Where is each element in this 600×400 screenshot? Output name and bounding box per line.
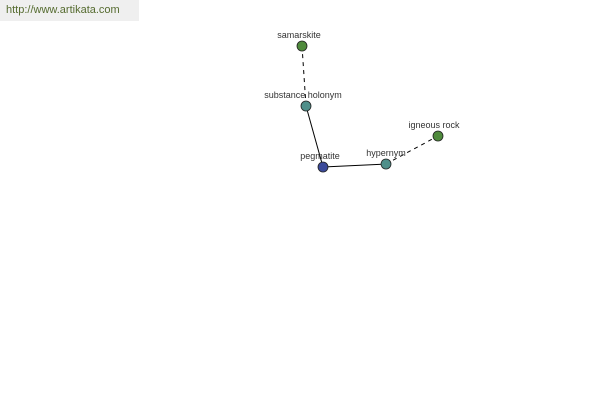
node-samarskite[interactable] bbox=[296, 40, 308, 52]
edge-pegmatite-substance-holonym bbox=[305, 105, 324, 168]
edge-layer bbox=[301, 45, 439, 168]
node-label-pegmatite[interactable]: pegmatite bbox=[300, 151, 340, 161]
node-label-samarskite[interactable]: samarskite bbox=[277, 30, 321, 40]
node-layer: pegmatite substance holonym samarskite hype… bbox=[264, 30, 460, 173]
node-hypernym[interactable] bbox=[380, 158, 392, 170]
node-igneous-rock[interactable] bbox=[432, 130, 444, 142]
node-label-hypernym[interactable]: hypernym bbox=[366, 148, 406, 158]
node-pegmatite[interactable] bbox=[317, 161, 329, 173]
edge-hypernym-igneous-rock bbox=[385, 135, 439, 165]
node-substance-holonym[interactable] bbox=[300, 100, 312, 112]
edge-substance-holonym-samarskite bbox=[301, 45, 307, 107]
node-label-substance-holonym[interactable]: substance holonym bbox=[264, 90, 342, 100]
url-banner[interactable]: http://www.artikata.com bbox=[0, 0, 139, 21]
node-label-igneous-rock[interactable]: igneous rock bbox=[408, 120, 460, 130]
edge-pegmatite-hypernym bbox=[322, 163, 387, 168]
